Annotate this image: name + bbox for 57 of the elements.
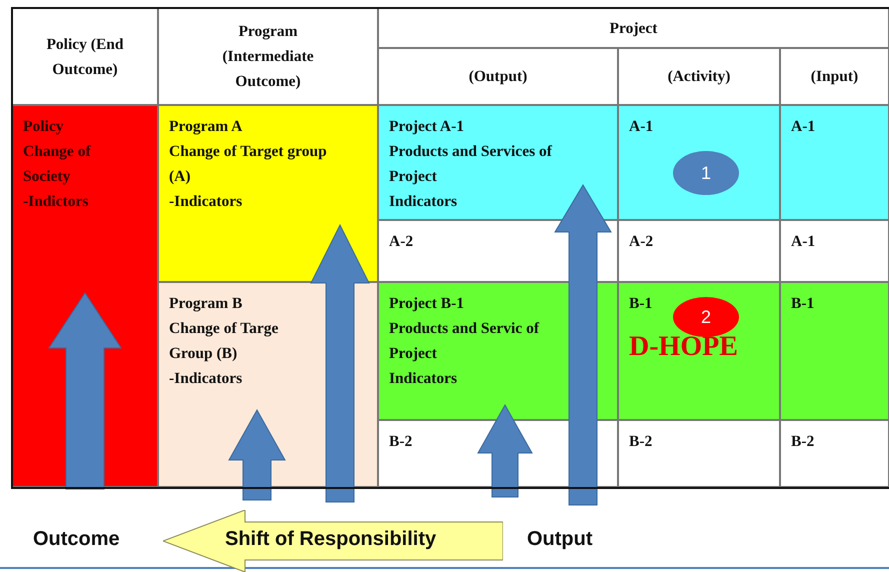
column-header (780, 48, 889, 105)
block-arrow (48, 292, 122, 490)
header-text: (Output) (468, 67, 528, 87)
cell-text: A-1 (791, 232, 816, 252)
cell-text: B-2 (629, 432, 652, 452)
table-cell (618, 105, 780, 220)
cell-text: Change of Targe Group (B) (169, 319, 280, 364)
column-header (378, 8, 889, 48)
cell-text: B-1 (629, 294, 652, 314)
header-text: Program (Intermediate Outcome) (221, 22, 315, 92)
cell-text: B-2 (389, 432, 412, 452)
block-arrow (228, 408, 286, 500)
table-cell (618, 282, 780, 420)
cell-text: Products and Services of Project (389, 142, 553, 187)
block-arrow (554, 184, 612, 506)
axis-caption: Outcome (33, 528, 120, 551)
table-cell (780, 282, 889, 420)
cell-text: Change of Target group (A) (169, 142, 328, 187)
cell-text: Program A (169, 117, 242, 137)
cell-text: Products and Servic of Project (389, 319, 540, 364)
cell-text: A-1 (629, 117, 654, 137)
cell-text: Project A-1 (389, 117, 464, 137)
table-cell (618, 420, 780, 487)
column-header (12, 8, 158, 105)
column-header (158, 8, 378, 105)
header-text: (Input) (810, 67, 858, 87)
table-cell (780, 220, 889, 282)
column-header (378, 48, 618, 105)
block-arrow (310, 224, 370, 502)
cell-text: Project B-1 (389, 294, 464, 314)
cell-text: -Indicators (169, 369, 242, 389)
number-badge: 2 (673, 297, 739, 337)
column-header (618, 48, 780, 105)
table-cell (618, 220, 780, 282)
cell-text: A-1 (791, 117, 816, 137)
block-arrow (477, 404, 533, 498)
cell-text: -Indictors (23, 192, 88, 212)
cell-text: B-2 (791, 432, 814, 452)
cell-text: Change of Society (23, 142, 92, 187)
cell-text: B-1 (791, 294, 814, 314)
table-cell (158, 105, 378, 282)
header-text: (Activity) (668, 67, 730, 87)
cell-text: Policy (23, 117, 64, 137)
table-cell (780, 420, 889, 487)
arrow-label: Shift of Responsibility (225, 528, 436, 551)
cell-text: -Indicators (169, 192, 242, 212)
cell-text: Program B (169, 294, 242, 314)
axis-caption: Output (527, 528, 593, 551)
table-cell (780, 105, 889, 220)
cell-text: Indicators (389, 369, 458, 389)
table-cell (378, 105, 618, 220)
header-text: Project (610, 18, 658, 38)
cell-text: A-2 (629, 232, 654, 252)
cell-text: Indicators (389, 192, 458, 212)
header-text: Policy (End Outcome) (45, 34, 125, 80)
number-badge: 1 (673, 151, 739, 195)
cell-text: A-2 (389, 232, 414, 252)
